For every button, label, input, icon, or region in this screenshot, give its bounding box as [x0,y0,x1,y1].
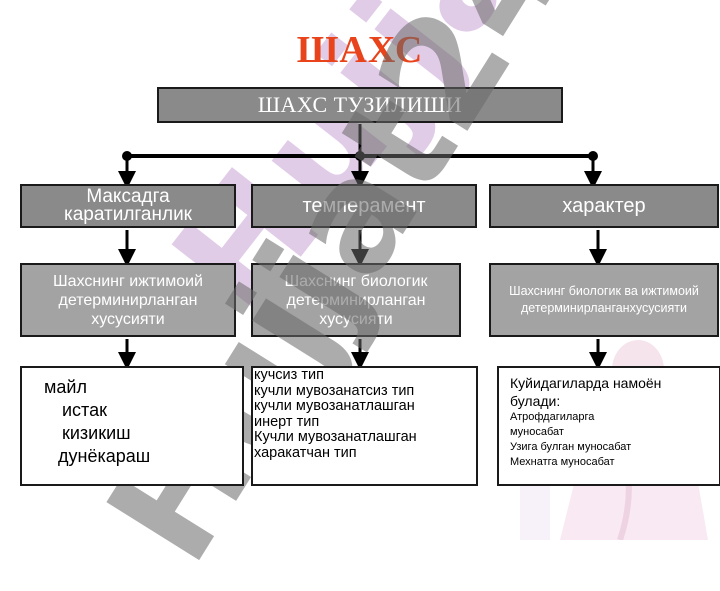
goal-item: истак [62,400,107,420]
description-text: Шахснинг биологик детерминирланган хусус… [284,272,428,328]
details-goals: майл истак кизикиш дунёкараш [20,366,244,486]
goal-item: дунёкараш [58,446,151,466]
temperament-type-item: кучли мувозанатлашган [254,398,415,414]
connector-dot [588,151,598,161]
category-label: темперамент [302,195,426,217]
description-social: Шахснинг ижтимоий детерминирланган хусус… [20,263,236,337]
temperament-type-item: инерт тип [254,413,320,430]
category-label: характер [562,195,646,217]
root-node-label: ШАХС ТУЗИЛИШИ [257,92,463,117]
character-item: Атрофдагиларга [510,411,595,423]
temperament-type-item: кучли мувозанатсиз тип [254,382,415,399]
temperament-type-item: кучсиз тип [254,367,324,383]
category-label: Максадга каратилганлик [64,186,192,225]
goal-item: майл [44,377,87,397]
character-lead-line: булади: [510,393,561,409]
connector-dot [122,151,132,161]
category-character: характер [489,184,719,228]
description-text: Шахснинг биологик ва ижтимоий детерминир… [509,284,699,315]
character-item: муносабат [510,426,564,438]
description-bio-social: Шахснинг биологик ва ижтимоий детерминир… [489,263,719,337]
character-lead-line: Куйидагиларда намоён [510,375,662,391]
goal-item: кизикиш [62,423,131,443]
temperament-type-item: Кучли мувозанатлашган [254,429,417,445]
description-biological: Шахснинг биологик детерминирланган хусус… [251,263,461,337]
details-character: Куйидагиларда намоён булади: Атрофдагила… [497,366,720,486]
character-item: Мехнатга муносабат [510,456,615,468]
connector-dot [355,151,365,161]
category-temperament: темперамент [251,184,477,228]
category-goal-orientation: Максадга каратилганлик [20,184,236,228]
root-node: ШАХС ТУЗИЛИШИ [157,87,563,123]
temperament-type-item: харакатчан тип [254,444,357,461]
description-text: Шахснинг ижтимоий детерминирланган хусус… [53,272,203,328]
details-temperament-types: кучсиз тип кучли мувозанатсиз тип кучли … [251,366,478,486]
page-title: ШАХС [296,29,424,71]
character-item: Узига булган муносабат [510,441,632,453]
